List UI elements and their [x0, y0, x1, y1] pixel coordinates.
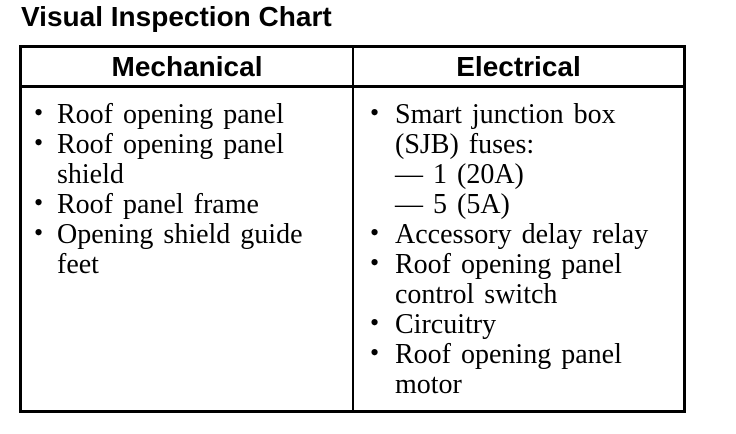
bullet-icon: •: [370, 308, 380, 337]
column-header-mechanical: Mechanical: [22, 48, 354, 85]
list-item: • Opening shield guide feet: [22, 218, 340, 280]
bullet-icon: •: [34, 128, 44, 157]
bullet-icon: •: [34, 188, 44, 217]
list-item: • Circuitry: [354, 308, 671, 340]
list-item: • Roof opening panel motor: [354, 338, 671, 400]
table-body-row: • Roof opening panel • Roof opening pane…: [22, 88, 683, 410]
list-item: • Roof panel frame: [22, 188, 340, 220]
list-item: • Roof opening panel: [22, 98, 340, 130]
mechanical-item-list: • Roof opening panel • Roof opening pane…: [22, 98, 340, 280]
fuse-subitem: — 1 (20A): [395, 159, 524, 190]
bullet-icon: •: [370, 98, 380, 127]
item-text: Roof opening panel shield: [57, 129, 284, 190]
list-item: • Smart junction box (SJB) fuses: — 1 (2…: [354, 98, 671, 220]
bullet-icon: •: [370, 248, 380, 277]
item-text: Accessory delay relay: [395, 219, 649, 250]
list-item: • Accessory delay relay: [354, 218, 671, 250]
electrical-cell: • Smart junction box (SJB) fuses: — 1 (2…: [354, 88, 683, 410]
list-item: • Roof opening panel shield: [22, 128, 340, 190]
bullet-icon: •: [34, 98, 44, 127]
item-text: Opening shield guide feet: [57, 219, 303, 280]
mechanical-cell: • Roof opening panel • Roof opening pane…: [22, 88, 354, 410]
item-text: Smart junction box (SJB) fuses:: [395, 99, 616, 160]
item-text: Roof opening panel: [57, 99, 284, 130]
bullet-icon: •: [34, 218, 44, 247]
list-item: • Roof opening panel control switch: [354, 248, 671, 310]
electrical-item-list: • Smart junction box (SJB) fuses: — 1 (2…: [354, 98, 671, 400]
fuse-subitem: — 5 (5A): [395, 189, 510, 220]
page-title: Visual Inspection Chart: [21, 1, 332, 32]
column-header-electrical: Electrical: [456, 50, 581, 82]
visual-inspection-table: Mechanical Electrical • Roof opening pan…: [19, 45, 686, 413]
bullet-icon: •: [370, 218, 380, 247]
item-text: Circuitry: [395, 309, 497, 340]
bullet-icon: •: [370, 338, 380, 367]
item-text: Roof opening panel motor: [395, 339, 622, 400]
table-header-row: Mechanical Electrical: [22, 48, 683, 88]
item-text: Roof opening panel control switch: [395, 249, 622, 310]
item-text: Roof panel frame: [57, 189, 259, 220]
